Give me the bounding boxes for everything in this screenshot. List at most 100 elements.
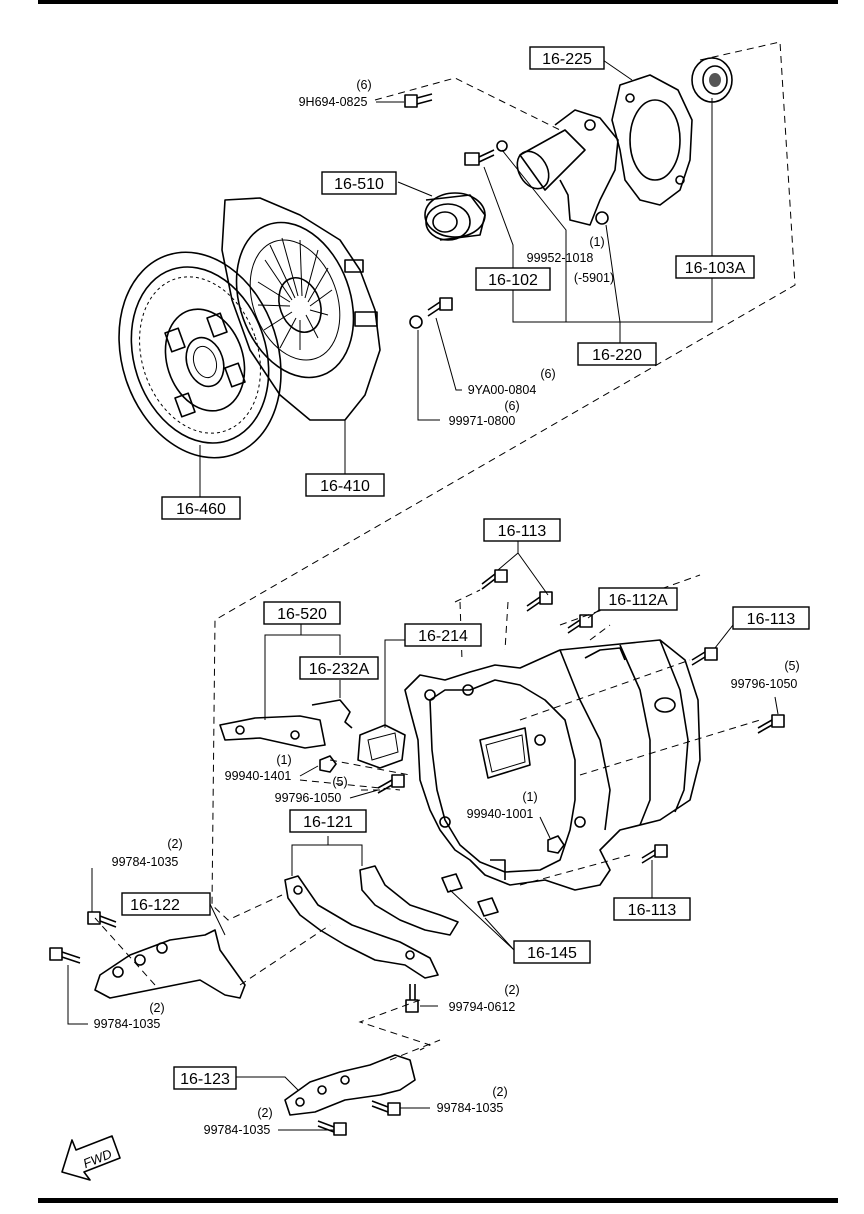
boot: [357, 724, 406, 769]
callout-16-121[interactable]: 16-121: [289, 809, 367, 833]
callout-16-123-text: 16-123: [180, 1071, 230, 1088]
callout-16-123[interactable]: 16-123: [173, 1066, 237, 1090]
code-99971: 99971-0800: [449, 414, 516, 428]
bolt-9H694: [404, 93, 433, 108]
callout-16-121-text: 16-121: [303, 814, 353, 831]
callout-16-113-top[interactable]: 16-113: [483, 518, 561, 542]
bolt-99784-c: [371, 1100, 401, 1116]
callout-16-113-bottom[interactable]: 16-113: [613, 897, 691, 921]
clutch-disc: [118, 251, 282, 459]
callout-16-113-bottom-text: 16-113: [628, 902, 677, 919]
bolt-16-112A: [567, 614, 593, 634]
nut-99940-1001: [547, 835, 565, 854]
qty-99971: (6): [504, 399, 519, 413]
callout-16-510-text: 16-510: [334, 176, 384, 193]
qty-99784-c: (2): [492, 1085, 507, 1099]
qty-99952: (1): [589, 235, 604, 249]
bolt-99794: [405, 984, 419, 1013]
release-fork: [219, 715, 326, 749]
code-9YA00: 9YA00-0804: [468, 383, 537, 397]
bolt-99784-d: [317, 1120, 347, 1136]
bearing-guide: [516, 109, 619, 226]
upper-group-dashed-outline: [211, 41, 796, 921]
bolt-16-113-top-a: [481, 569, 508, 590]
callout-16-225-text: 16-225: [542, 51, 592, 68]
callout-16-214[interactable]: 16-214: [404, 623, 482, 647]
qty-99784-a: (2): [167, 837, 182, 851]
callout-16-232A[interactable]: 16-232A: [299, 656, 379, 680]
code-99940-1001: 99940-1001: [467, 807, 534, 821]
bolt-9YA00: [427, 297, 453, 317]
guide-bolt: [464, 149, 495, 166]
callout-16-410-text: 16-410: [320, 478, 370, 495]
bolt-99796-left: [377, 774, 405, 794]
bolt-16-113-bottom: [641, 844, 668, 864]
release-bearing: [424, 192, 486, 241]
callout-16-225[interactable]: 16-225: [529, 46, 605, 70]
code-99940-1401: 99940-1401: [225, 769, 292, 783]
nut-99940-1401: [319, 755, 337, 773]
washer-small: [496, 140, 508, 152]
callout-16-520-text: 16-520: [277, 606, 327, 623]
callout-16-460[interactable]: 16-460: [161, 496, 241, 520]
code-99952: 99952-1018: [527, 251, 594, 265]
oil-seal: [691, 57, 733, 103]
transmission-case: [404, 639, 701, 891]
callout-16-122[interactable]: 16-122: [121, 892, 211, 916]
callout-16-220[interactable]: 16-220: [577, 342, 657, 366]
spring-clip: [311, 699, 353, 729]
callout-16-145[interactable]: 16-145: [513, 940, 591, 964]
bolt-dashed-lines: [94, 574, 761, 1061]
bolt-99784-b: [49, 947, 81, 964]
qty-99940-1401: (1): [276, 753, 291, 767]
bolt-16-113-top-b: [526, 591, 553, 612]
code-9H694: 9H694-0825: [299, 95, 368, 109]
callout-16-103A-text: 16-103A: [685, 260, 746, 277]
bolt-16-113-right: [691, 647, 718, 666]
callout-16-410[interactable]: 16-410: [305, 473, 385, 497]
callout-16-232A-text: 16-232A: [309, 661, 370, 678]
bolt-99784-a: [87, 911, 117, 928]
callout-16-112A[interactable]: 16-112A: [598, 587, 678, 611]
code-99784-d: 99784-1035: [204, 1123, 271, 1137]
code-99796-right: 99796-1050: [731, 677, 798, 691]
bracket-group-dashed-outline: [358, 999, 432, 1051]
clutch-cover: [221, 197, 381, 421]
code-99796-left: 99796-1050: [275, 791, 342, 805]
qty-9YA00: (6): [540, 367, 555, 381]
callout-16-520[interactable]: 16-520: [263, 601, 341, 625]
callout-16-214-text: 16-214: [418, 628, 468, 645]
code-99784-b: 99784-1035: [94, 1017, 161, 1031]
qty-99796-left: (5): [332, 775, 347, 789]
callout-16-145-text: 16-145: [527, 945, 577, 962]
callout-16-103A[interactable]: 16-103A: [675, 255, 755, 279]
gasket: [611, 74, 693, 206]
bracket-16-122: [94, 929, 246, 999]
crossmember: [284, 865, 459, 979]
callout-16-102[interactable]: 16-102: [475, 267, 551, 291]
bottom-rule: [38, 1198, 838, 1203]
qty-99794: (2): [504, 983, 519, 997]
callout-16-113-top-text: 16-113: [498, 523, 547, 540]
callout-16-113-right-text: 16-113: [747, 611, 796, 628]
mount-rubber: [441, 873, 499, 917]
code-99794: 99794-0612: [449, 1000, 516, 1014]
bracket-16-123: [284, 1054, 416, 1116]
qty-99796-right: (5): [784, 659, 799, 673]
callout-16-122-text: 16-122: [130, 897, 180, 914]
note-99952: (-5901): [574, 271, 614, 285]
callout-16-510[interactable]: 16-510: [321, 171, 397, 195]
fwd-arrow-icon: FWD: [61, 1135, 121, 1181]
bolt-99796-right: [757, 714, 785, 734]
qty-9H694: (6): [356, 78, 371, 92]
code-99784-c: 99784-1035: [437, 1101, 504, 1115]
callout-16-460-text: 16-460: [176, 501, 226, 518]
callout-16-112A-text: 16-112A: [608, 592, 668, 609]
qty-99940-1001: (1): [522, 790, 537, 804]
code-99784-a: 99784-1035: [112, 855, 179, 869]
qty-99784-d: (2): [257, 1106, 272, 1120]
callout-16-113-right[interactable]: 16-113: [732, 606, 810, 630]
top-rule: [38, 0, 838, 4]
callout-16-220-text: 16-220: [592, 347, 642, 364]
